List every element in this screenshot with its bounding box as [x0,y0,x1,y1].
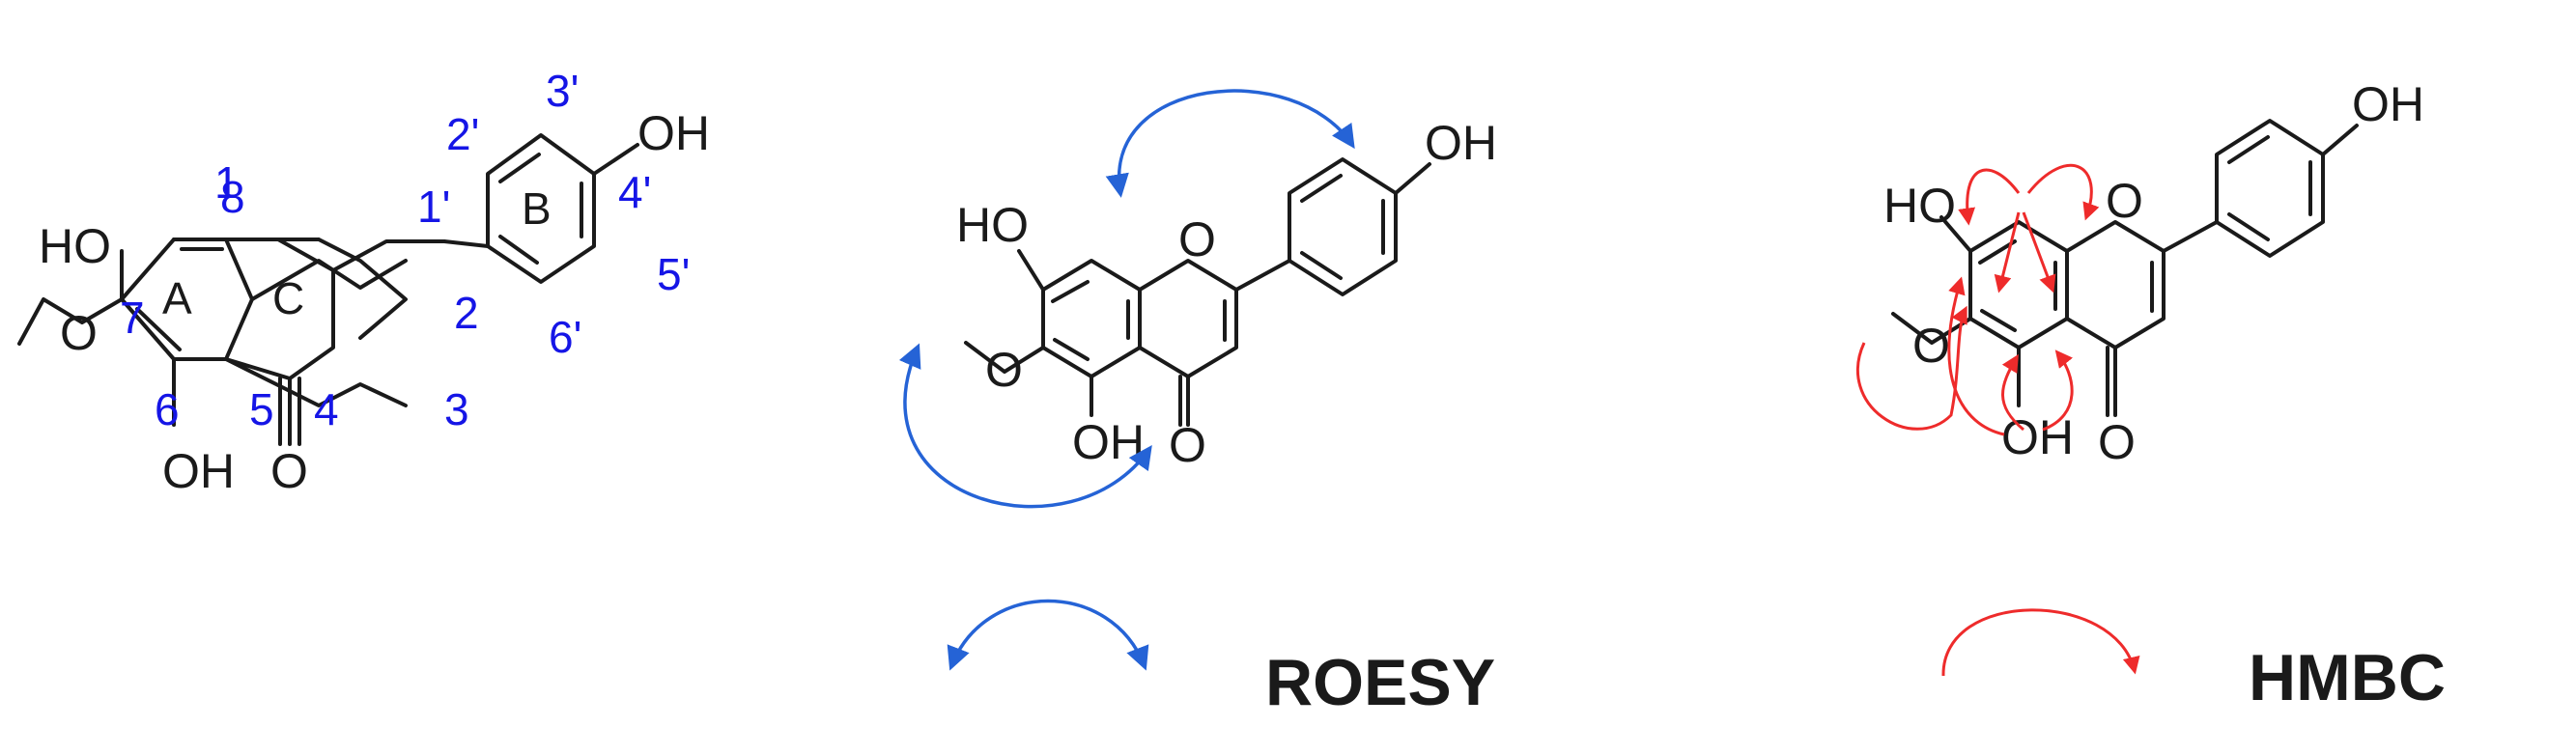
roesy-arrow-methoxy-oh [898,343,1152,509]
structure-3-bonds [1891,119,2359,417]
structure-3-hmbc-flavone: HO OH OH O O O [1856,77,2424,469]
position-4prime: 4' [618,167,651,217]
s3-ho-label: HO [1883,179,1956,233]
structure-3-atom-labels: HO OH OH O O O [1883,77,2424,469]
hmbc-arrow-h8-c6 [1994,211,2021,294]
position-3: 3 [444,384,469,434]
position-6: 6 [155,384,180,434]
ring-c-label: C [272,273,304,323]
legend: ROESY HMBC [947,599,2446,719]
structure-2-bonds [964,157,1431,427]
structure-1-position-numbers: 1 2 3 4 5 6 7 8 1' 2' 3' 4' 5' 6' [120,66,690,434]
hmbc-legend-label: HMBC [2249,641,2446,714]
position-4: 4 [314,384,339,434]
s2-methoxy-oxygen-label: O [985,343,1023,397]
hmbc-arrow-oh5-c10 [2042,350,2074,432]
oh-5-label: OH [162,444,235,498]
position-1: 1 [214,157,240,208]
position-8: 8 [220,172,245,222]
s2-ring-oxygen-label: O [1178,212,1216,266]
hmbc-arrow-h8-c10 [2022,211,2056,294]
position-6prime: 6' [549,312,581,362]
hmbc-arrow-ome-c6 [1856,305,1967,431]
methoxy-oxygen-label: O [60,306,98,360]
position-2prime: 2' [446,109,479,159]
ring-b-label: B [522,183,552,234]
roesy-correlations [898,89,1355,509]
position-3prime: 3' [546,66,579,116]
structure-1-numbered-flavanone: HO OH OH O O A C B 1 2 3 4 5 6 7 8 1' 2'… [17,66,710,498]
structure-2-roesy-flavone: HO OH OH O O O [898,89,1497,509]
s2-oh5-label: OH [1072,415,1145,469]
s2-keto-oxygen-label: O [1169,418,1206,472]
hmbc-arrow-h8-c7 [1958,168,2021,226]
s2-ho-label: HO [956,198,1029,252]
structure-1-bonds [17,133,639,446]
oh-4prime-label: OH [637,106,710,160]
position-2: 2 [454,288,479,338]
s3-methoxy-oxygen-label: O [1912,319,1950,373]
s3-ring-oxygen-label: O [2106,174,2143,228]
structure-2-atom-labels: HO OH OH O O O [956,116,1497,472]
roesy-legend-arrow [947,599,1149,671]
hmbc-arrow-oh5-c6 [1947,276,2005,436]
position-1prime: 1' [417,182,450,232]
ho-7-label: HO [39,219,111,273]
structure-1-atom-labels: HO OH OH O O A C B [39,106,710,498]
s2-oh4prime-label: OH [1425,116,1497,170]
hmbc-arrow-oh5-c5 [2001,353,2024,432]
hmbc-correlations [1856,163,2100,436]
position-5prime: 5' [657,249,690,299]
hmbc-legend-arrow [1941,608,2140,677]
ring-a-label: A [162,273,192,323]
position-5: 5 [249,384,274,434]
roesy-arrow-h8-h2prime [1105,89,1355,198]
hmbc-arrow-h8-c9 [2026,163,2100,221]
keto-oxygen-label: O [270,444,308,498]
position-7: 7 [120,293,145,343]
s3-oh4prime-label: OH [2352,77,2424,131]
s3-keto-oxygen-label: O [2098,415,2136,469]
roesy-legend-label: ROESY [1265,646,1495,719]
